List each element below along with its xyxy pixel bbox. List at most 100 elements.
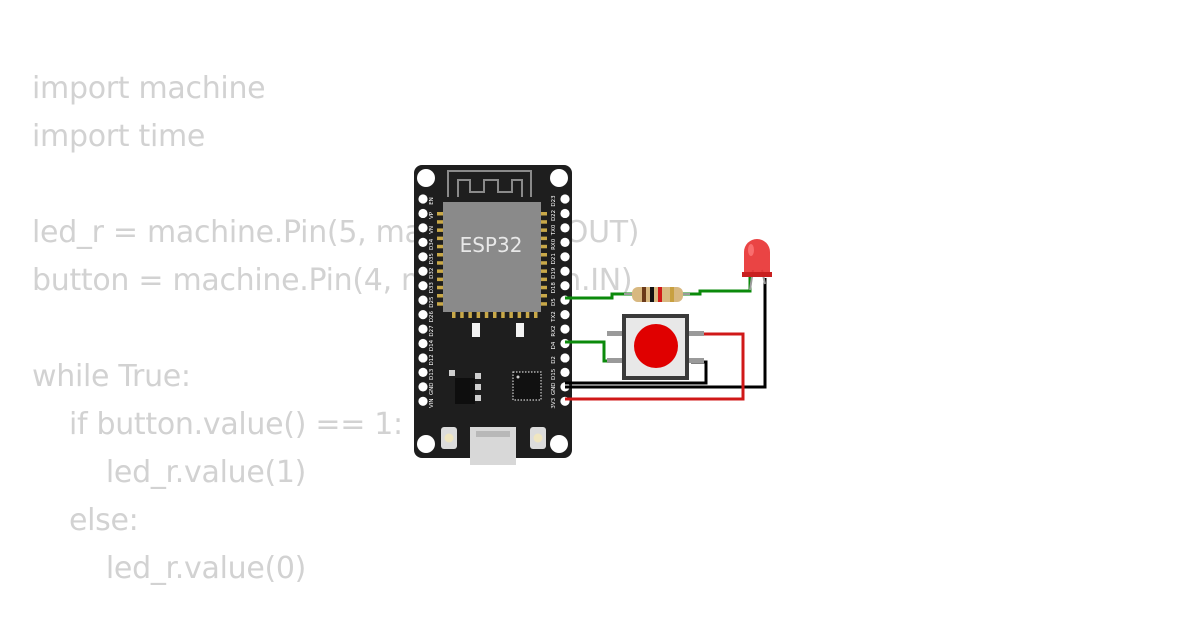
boot-button[interactable] — [530, 427, 546, 449]
module-pin — [476, 312, 481, 318]
pin-hole[interactable] — [418, 281, 428, 291]
module-pin — [437, 228, 443, 232]
pin-hole[interactable] — [418, 367, 428, 377]
pin-label: D23 — [551, 195, 557, 207]
pin-hole[interactable] — [560, 223, 570, 233]
module-pin — [460, 312, 464, 318]
smd-pad — [472, 323, 480, 337]
module-pin — [437, 220, 443, 224]
module-pin — [541, 228, 547, 232]
pin-label: D12 — [429, 354, 435, 365]
pin-hole[interactable] — [560, 208, 570, 219]
usb-connector — [470, 427, 516, 465]
pin-hole[interactable] — [418, 396, 428, 406]
wire-resistor-led — [683, 277, 752, 296]
module-pin — [509, 312, 513, 318]
module-pin — [437, 285, 443, 290]
pin-hole[interactable] — [418, 223, 428, 233]
pin-label: D32 — [429, 268, 435, 279]
right-pin-header — [560, 194, 570, 406]
pin-hole[interactable] — [560, 237, 570, 247]
pin-hole[interactable] — [560, 353, 570, 363]
pin-hole[interactable] — [418, 237, 428, 247]
push-button[interactable] — [607, 314, 704, 380]
code-line: led_r.value(1) — [32, 455, 307, 490]
module-pin — [501, 312, 505, 318]
esp32-board[interactable]: ESP32 — [414, 165, 572, 465]
pin-label: TX2 — [551, 311, 557, 323]
resistor[interactable] — [624, 287, 690, 302]
wire-d5-resistor — [565, 292, 632, 300]
pin-hole[interactable] — [418, 295, 428, 305]
pin-label: D4 — [551, 341, 557, 349]
pin-label: EN — [429, 197, 435, 205]
module-pin — [437, 294, 443, 298]
module-pins — [437, 212, 547, 318]
code-line: led_r.value(0) — [32, 551, 307, 586]
code-line: if button.value() == 1: — [32, 407, 403, 442]
red-led[interactable] — [742, 239, 772, 291]
pin-label: VIN — [429, 399, 435, 409]
module-pin — [525, 312, 530, 318]
module-pin — [437, 277, 443, 282]
pin-hole[interactable] — [418, 382, 428, 392]
module-pin — [437, 212, 443, 216]
pin-hole[interactable] — [418, 353, 428, 363]
module-pin — [541, 294, 547, 298]
pin-label: D35 — [429, 253, 435, 265]
pin-hole[interactable] — [418, 310, 428, 320]
pin-hole[interactable] — [560, 324, 570, 334]
button-cap[interactable] — [634, 324, 678, 368]
pin-hole[interactable] — [418, 338, 428, 349]
smd-pad — [516, 323, 524, 337]
pin-label: D18 — [551, 282, 557, 294]
module-pin — [534, 312, 538, 318]
pin-hole[interactable] — [418, 194, 428, 204]
pin-label: D34 — [429, 238, 435, 250]
wire-3v3-button — [565, 332, 745, 401]
code-line: while True: — [32, 359, 191, 394]
module-pin — [541, 244, 547, 249]
pin-label: D2 — [551, 356, 557, 364]
pin-hole[interactable] — [418, 208, 428, 219]
pin-hole[interactable] — [560, 281, 570, 291]
en-button[interactable] — [441, 427, 457, 449]
pin-label: D25 — [429, 296, 435, 308]
module-pin — [437, 269, 443, 273]
usb-serial-chip — [512, 371, 542, 401]
left-pin-header — [418, 194, 428, 406]
mounting-hole — [417, 169, 435, 187]
code-line: else: — [32, 503, 139, 538]
module-pin — [437, 302, 443, 306]
pin-label: VP — [429, 211, 435, 219]
module-pin — [541, 212, 547, 216]
pin-hole[interactable] — [418, 266, 428, 276]
pin-hole[interactable] — [418, 252, 428, 262]
pin-label: 3V3 — [551, 397, 557, 408]
pin-hole[interactable] — [560, 266, 570, 276]
pin-hole[interactable] — [560, 252, 570, 262]
module-pin — [541, 269, 547, 273]
antenna-trace — [447, 170, 532, 197]
pin-hole[interactable] — [560, 310, 570, 320]
pin-hole[interactable] — [418, 324, 428, 334]
pin-label: TX0 — [551, 224, 557, 236]
pin-hole[interactable] — [560, 194, 570, 204]
module-pin — [468, 312, 472, 318]
module-pin — [541, 220, 547, 224]
chip-label: ESP32 — [460, 233, 523, 257]
pin-hole[interactable] — [560, 367, 570, 377]
pin-label: D27 — [429, 325, 435, 337]
module-pin — [437, 261, 443, 265]
mounting-hole — [550, 169, 568, 187]
module-pin — [437, 244, 443, 249]
pin-label: RX0 — [551, 238, 557, 250]
pin-label: D33 — [429, 282, 435, 294]
module-pin — [541, 285, 547, 290]
pin-label: D22 — [551, 210, 557, 221]
pin-label: D13 — [429, 368, 435, 380]
module-pin — [437, 253, 443, 257]
module-pin — [541, 302, 547, 306]
code-line: import machine — [32, 71, 266, 106]
